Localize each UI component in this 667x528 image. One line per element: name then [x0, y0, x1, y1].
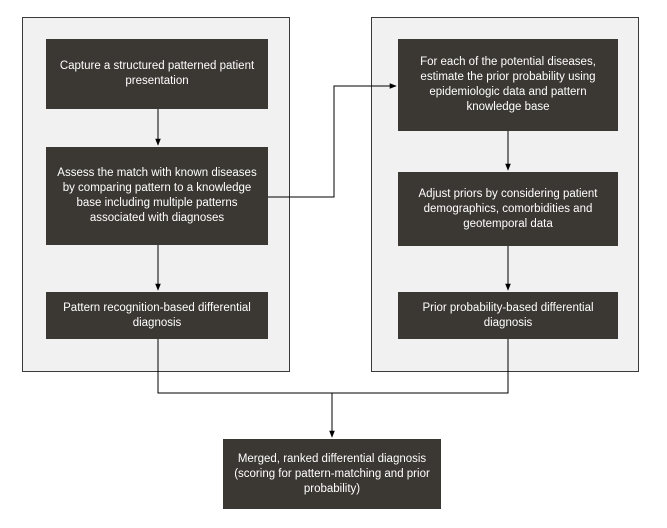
prior-differential-node: Prior probability-based differential dia…: [398, 292, 618, 339]
pattern-differential-node: Pattern recognition-based differential d…: [46, 292, 268, 339]
adjust-priors-node: Adjust priors by considering patient dem…: [398, 172, 618, 246]
estimate-prior-node: For each of the potential diseases, esti…: [398, 39, 618, 131]
capture-presentation-node: Capture a structured patterned patient p…: [46, 39, 268, 109]
assess-match-node: Assess the match with known diseases by …: [46, 147, 268, 245]
merged-differential-node: Merged, ranked differential diagnosis (s…: [223, 439, 441, 509]
